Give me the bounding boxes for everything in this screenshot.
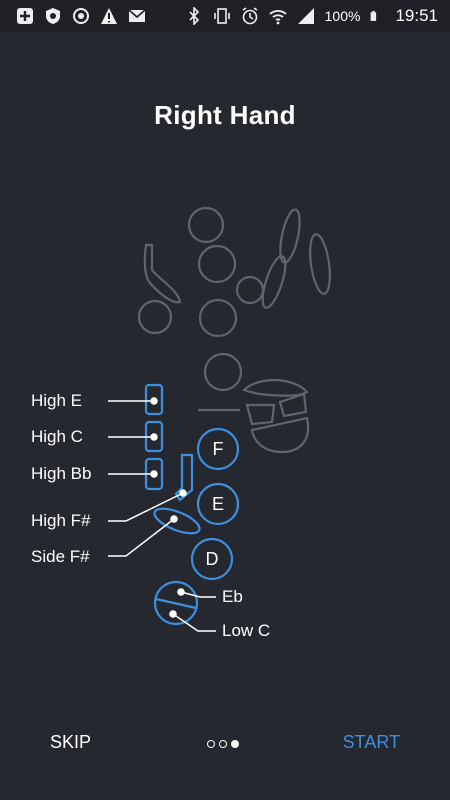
leader-dot: [150, 397, 158, 405]
f-key-letter: F: [213, 439, 224, 459]
high-fs-key: [174, 453, 194, 502]
label-high-fs: High F#: [31, 511, 91, 530]
page-title: Right Hand: [154, 100, 296, 130]
table-key-outline: [278, 392, 308, 418]
key-outline: [203, 352, 243, 392]
table-key-outline: [245, 403, 276, 426]
label-high-bb: High Bb: [31, 464, 92, 483]
palm-key-outline: [309, 233, 331, 295]
key-outline: [197, 244, 237, 284]
sync-icon: [73, 8, 89, 24]
leader-dot: [170, 515, 178, 523]
skip-button[interactable]: SKIP: [50, 732, 92, 752]
leader-low-c: [172, 613, 216, 632]
vibrate-icon: [213, 8, 230, 24]
shield-icon: [46, 8, 60, 24]
key-outline: [198, 298, 238, 338]
page-dot-2[interactable]: [219, 740, 227, 748]
signal-icon: [297, 8, 314, 24]
leader-dot: [179, 489, 187, 497]
side-fs-key: [153, 507, 201, 535]
high-e-key: [144, 383, 164, 416]
key-outline: [187, 206, 225, 244]
leader-high-fs: [108, 492, 184, 522]
table-key-outline: [250, 416, 310, 454]
e-key: [196, 482, 240, 526]
label-high-e: High E: [31, 391, 83, 410]
key-outline: [235, 275, 265, 305]
key-outline: [137, 299, 173, 335]
status-time: 19:51: [395, 6, 438, 25]
eb-lowc-divider: [155, 597, 197, 610]
start-button[interactable]: START: [342, 732, 400, 752]
d-key: [190, 537, 234, 581]
leader-dot: [150, 470, 158, 478]
label-low-c: Low C: [222, 621, 271, 640]
onboarding-footer: SKIP START: [0, 722, 450, 766]
leader-dot: [177, 588, 185, 596]
alarm-icon: [242, 7, 258, 25]
status-bar: 100% 19:51: [0, 0, 450, 32]
d-key-letter: D: [206, 549, 219, 569]
battery-percent: 100%: [324, 8, 361, 24]
plus-box-icon: [17, 8, 33, 24]
mail-icon: [128, 9, 146, 22]
warning-icon: [101, 8, 117, 24]
page-dot-1[interactable]: [207, 740, 215, 748]
palm-key-outline: [261, 255, 287, 309]
table-key-outline: [241, 378, 309, 397]
bluetooth-icon: [189, 7, 199, 25]
leader-side-fs: [108, 518, 175, 557]
label-eb: Eb: [222, 587, 243, 606]
octave-key-outline: [143, 243, 182, 304]
page-indicator: [207, 740, 239, 748]
leader-dot: [150, 433, 158, 441]
leader-eb: [180, 591, 216, 598]
label-high-c: High C: [31, 427, 83, 446]
e-key-letter: E: [212, 494, 224, 514]
inactive-keys: [137, 206, 331, 454]
page-dot-3-active[interactable]: [231, 740, 239, 748]
battery-icon: [371, 11, 377, 21]
status-left: [16, 7, 146, 25]
leader-dot: [169, 610, 177, 618]
label-side-fs: Side F#: [31, 547, 90, 566]
leader-lines: [108, 397, 216, 632]
status-right: 100% 19:51: [185, 6, 438, 26]
low-c-eb-cluster: [153, 580, 199, 626]
wifi-icon: [269, 10, 287, 25]
f-key: [196, 427, 240, 471]
